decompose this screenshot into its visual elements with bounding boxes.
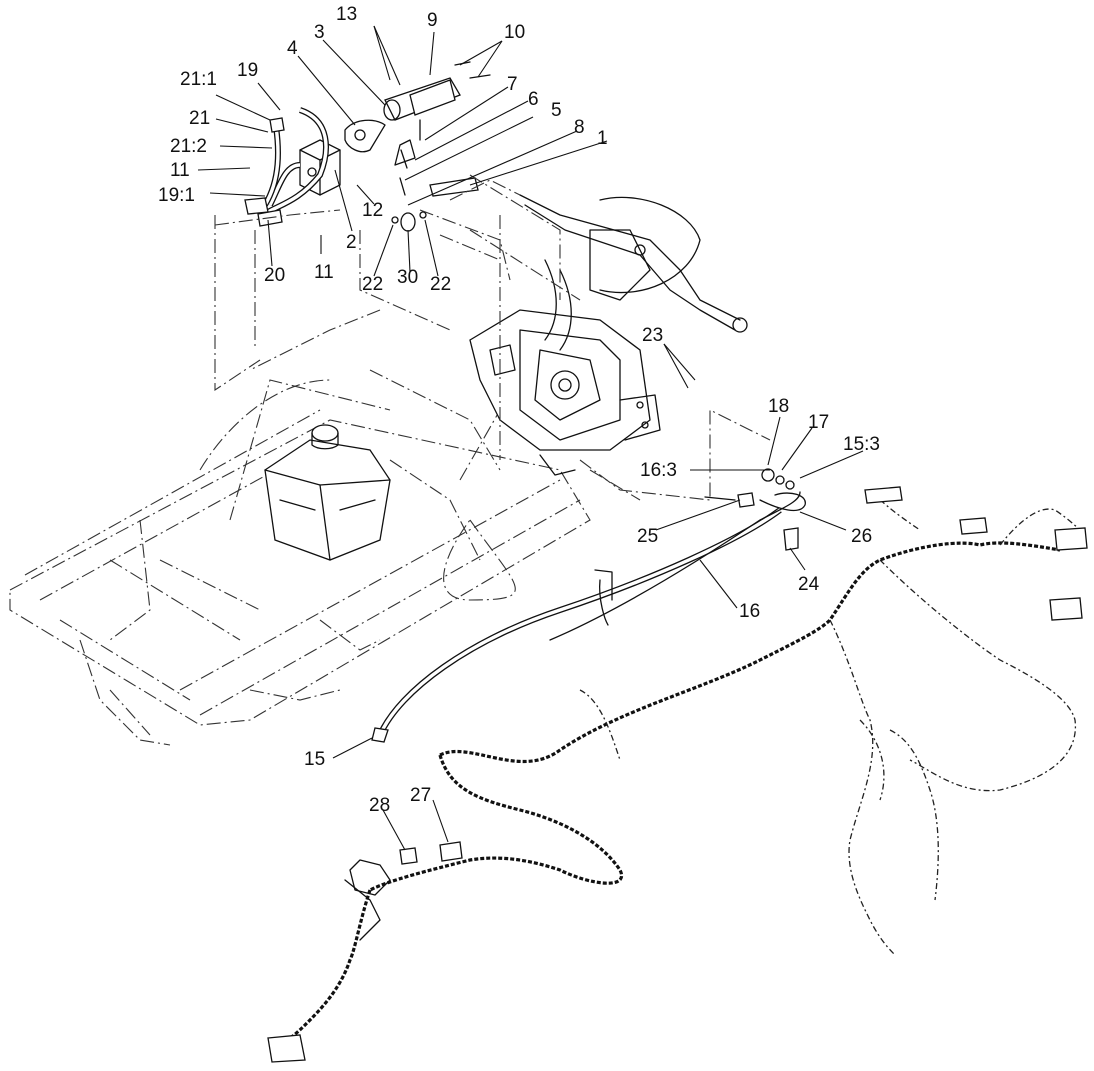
callout-18: 18 bbox=[768, 396, 789, 417]
callout-2: 2 bbox=[346, 232, 357, 253]
callout-21-2: 21:2 bbox=[170, 136, 207, 157]
hydraulic-valve bbox=[244, 107, 341, 227]
callout-4: 4 bbox=[287, 38, 298, 59]
projection-lines bbox=[214, 174, 771, 501]
callout-26: 26 bbox=[851, 526, 872, 547]
callout-24: 24 bbox=[798, 574, 820, 595]
callout-16: 16 bbox=[739, 601, 760, 622]
callout-28: 28 bbox=[369, 795, 390, 816]
callout-19: 19 bbox=[237, 60, 258, 81]
callout-23: 23 bbox=[642, 325, 663, 346]
callout-16-3: 16:3 bbox=[640, 460, 677, 481]
callout-27: 27 bbox=[410, 785, 431, 806]
leader-lines bbox=[197, 25, 864, 851]
callout-6: 6 bbox=[528, 89, 539, 110]
callout-10: 10 bbox=[504, 22, 525, 43]
callout-17: 17 bbox=[808, 412, 829, 433]
callout-21: 21 bbox=[189, 108, 210, 129]
throttle-cable bbox=[371, 468, 806, 743]
callout-12: 12 bbox=[362, 200, 383, 221]
callout-7: 7 bbox=[507, 74, 518, 95]
wiring-harness bbox=[267, 486, 1088, 1063]
callout-22b: 22 bbox=[430, 274, 451, 295]
fluid-tank bbox=[264, 424, 391, 561]
callout-15-3: 15:3 bbox=[843, 434, 880, 455]
transmission-assembly bbox=[469, 309, 661, 476]
callout-22a: 22 bbox=[362, 274, 383, 295]
callout-21-1: 21:1 bbox=[180, 69, 217, 90]
callout-25: 25 bbox=[637, 526, 658, 547]
callout-9: 9 bbox=[427, 10, 438, 31]
callout-13: 13 bbox=[336, 4, 357, 25]
vehicle-frame bbox=[9, 369, 591, 746]
callout-8: 8 bbox=[574, 117, 585, 138]
callout-5: 5 bbox=[551, 100, 562, 121]
callout-1: 1 bbox=[597, 128, 608, 149]
callout-3: 3 bbox=[314, 22, 325, 43]
callout-20: 20 bbox=[264, 265, 285, 286]
callout-labels: 1 2 3 4 5 6 7 8 9 10 11 11 12 13 15 15:3… bbox=[158, 4, 880, 816]
callout-11a: 11 bbox=[170, 160, 190, 181]
lift-arm-assembly bbox=[519, 194, 748, 351]
callout-19-1: 19:1 bbox=[158, 185, 195, 206]
callout-15: 15 bbox=[304, 749, 325, 770]
callout-11b: 11 bbox=[314, 262, 334, 283]
callout-30: 30 bbox=[397, 267, 418, 288]
